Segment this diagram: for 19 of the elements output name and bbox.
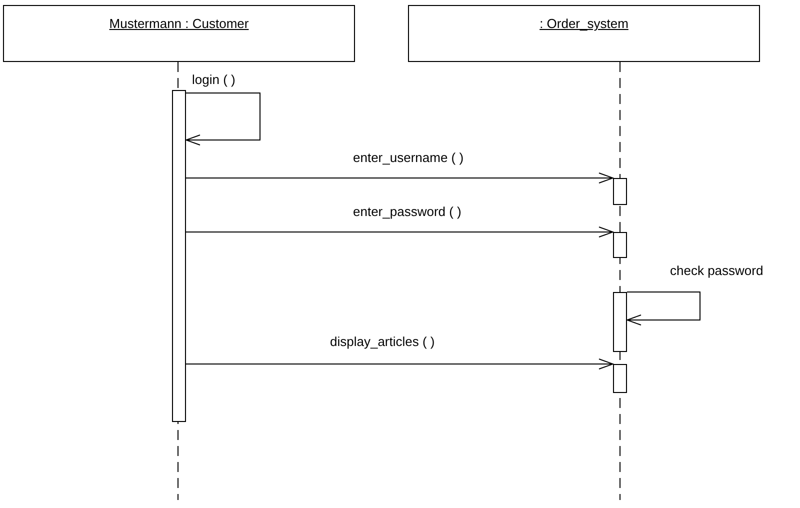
object-name: Mustermann : Customer [109,16,249,31]
message-arrow [186,172,614,184]
activation-bar [613,232,627,258]
activation-bar [613,364,627,393]
message-label: enter_password ( ) [353,204,462,219]
message-label: enter_username ( ) [353,150,464,165]
activation-bar [172,90,186,422]
message-arrow [186,226,614,238]
self-message-arrow [186,92,260,146]
object-name: : Order_system [540,16,628,31]
message-arrow [186,358,614,370]
activation-bar [613,292,627,352]
object-box [3,5,355,62]
message-label: login ( ) [192,72,236,87]
self-message-arrow [626,292,700,326]
activation-bar [613,178,627,205]
object-box [408,5,760,62]
message-label: display_articles ( ) [330,334,435,349]
message-label: check password [670,263,764,278]
